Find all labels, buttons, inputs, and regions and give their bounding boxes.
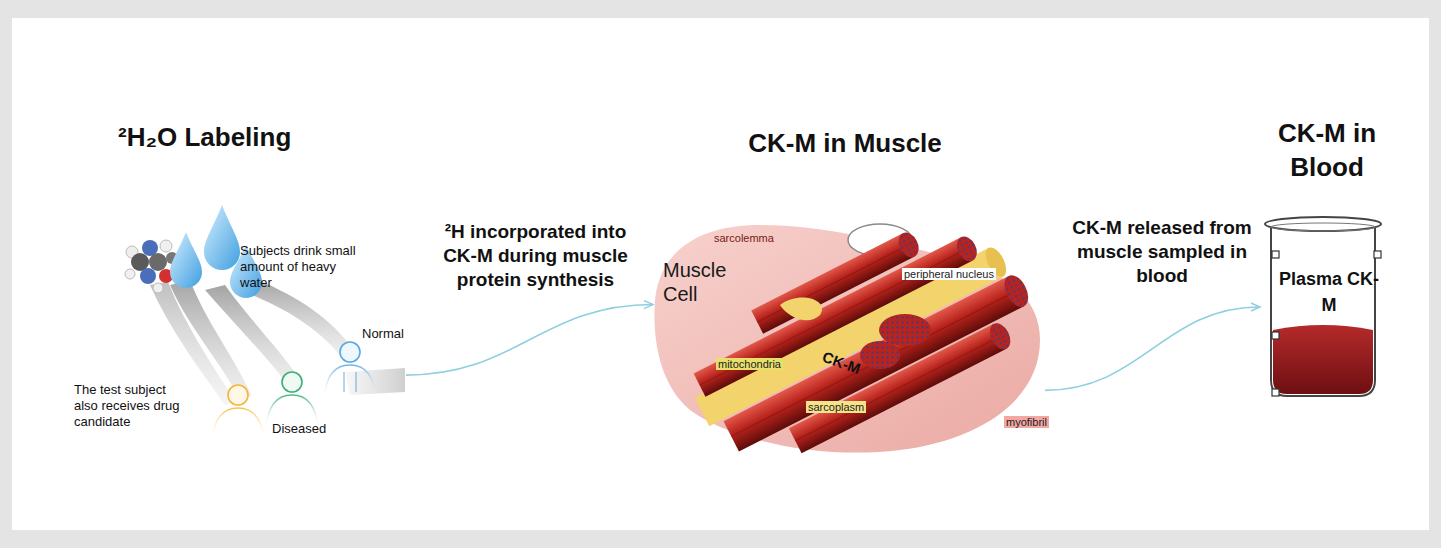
- cell-label: Muscle Cell: [663, 258, 753, 306]
- muscle-cell: CK-M in MuscleMuscle Cell: [655, 228, 1045, 460]
- section-heading: CK-M in Muscle: [695, 126, 995, 160]
- subject-figures: [212, 342, 376, 440]
- note-text: The test subject also receives drug cand…: [74, 382, 186, 430]
- connector-arrow: [1045, 307, 1260, 390]
- part-label: peripheral nucleus: [902, 268, 996, 280]
- group-label: Diseased: [272, 421, 326, 436]
- blood-tube: CK-M in BloodPlasma CK-M: [1262, 216, 1387, 398]
- note-text: Subjects drink small amount of heavy wat…: [240, 243, 365, 291]
- part-label: sarcolemma: [714, 232, 774, 244]
- connector-arrow: [406, 305, 653, 376]
- muscle-illustration: [654, 195, 1046, 485]
- part-label: sarcoplasm: [806, 401, 866, 413]
- tube-label: Plasma CK-M: [1274, 266, 1384, 318]
- edge-label: ²H incorporated into CK-M during muscle …: [428, 220, 643, 292]
- molecule: [125, 240, 178, 293]
- part-label: mitochondria: [716, 358, 783, 370]
- group-label: Normal: [362, 326, 404, 341]
- part-label: myofibril: [1004, 416, 1049, 428]
- section-heading: CK-M in Blood: [1252, 116, 1402, 184]
- section-heading: ²H₂O Labeling: [118, 120, 338, 154]
- edge-label: CK-M released from muscle sampled in blo…: [1062, 216, 1262, 288]
- subject-figure: Normal: [328, 322, 406, 440]
